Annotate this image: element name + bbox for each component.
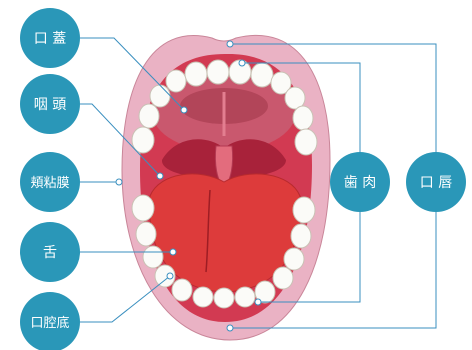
dot-palate bbox=[181, 107, 187, 113]
label-floor-of-mouth-text: 口腔底 bbox=[30, 315, 69, 331]
dot-pharynx bbox=[157, 173, 163, 179]
label-palate-text: 口 蓋 bbox=[34, 31, 66, 47]
dot-lips-upper bbox=[227, 41, 233, 47]
dot-buccal-mucosa bbox=[116, 179, 122, 185]
dot-floor-of-mouth bbox=[167, 273, 173, 279]
dot-lips-lower bbox=[227, 325, 233, 331]
label-floor-of-mouth: 口腔底 bbox=[20, 292, 80, 350]
label-buccal-mucosa-text: 頬粘膜 bbox=[30, 176, 69, 191]
mouth-illustration bbox=[122, 35, 330, 340]
label-lips-text: 口 唇 bbox=[420, 175, 452, 191]
dot-tongue bbox=[170, 249, 176, 255]
dot-gums-upper bbox=[239, 60, 245, 66]
label-tongue-text: 舌 bbox=[43, 245, 57, 261]
label-pharynx-text: 咽 頭 bbox=[34, 97, 66, 113]
label-buccal-mucosa: 頬粘膜 bbox=[20, 152, 80, 212]
label-gums-text: 歯 肉 bbox=[344, 175, 376, 191]
label-gums: 歯 肉 bbox=[330, 152, 390, 212]
label-lips: 口 唇 bbox=[406, 152, 466, 212]
label-palate: 口 蓋 bbox=[20, 8, 80, 68]
label-pharynx: 咽 頭 bbox=[20, 74, 80, 134]
label-tongue: 舌 bbox=[20, 222, 80, 282]
dot-gums-lower bbox=[255, 299, 261, 305]
